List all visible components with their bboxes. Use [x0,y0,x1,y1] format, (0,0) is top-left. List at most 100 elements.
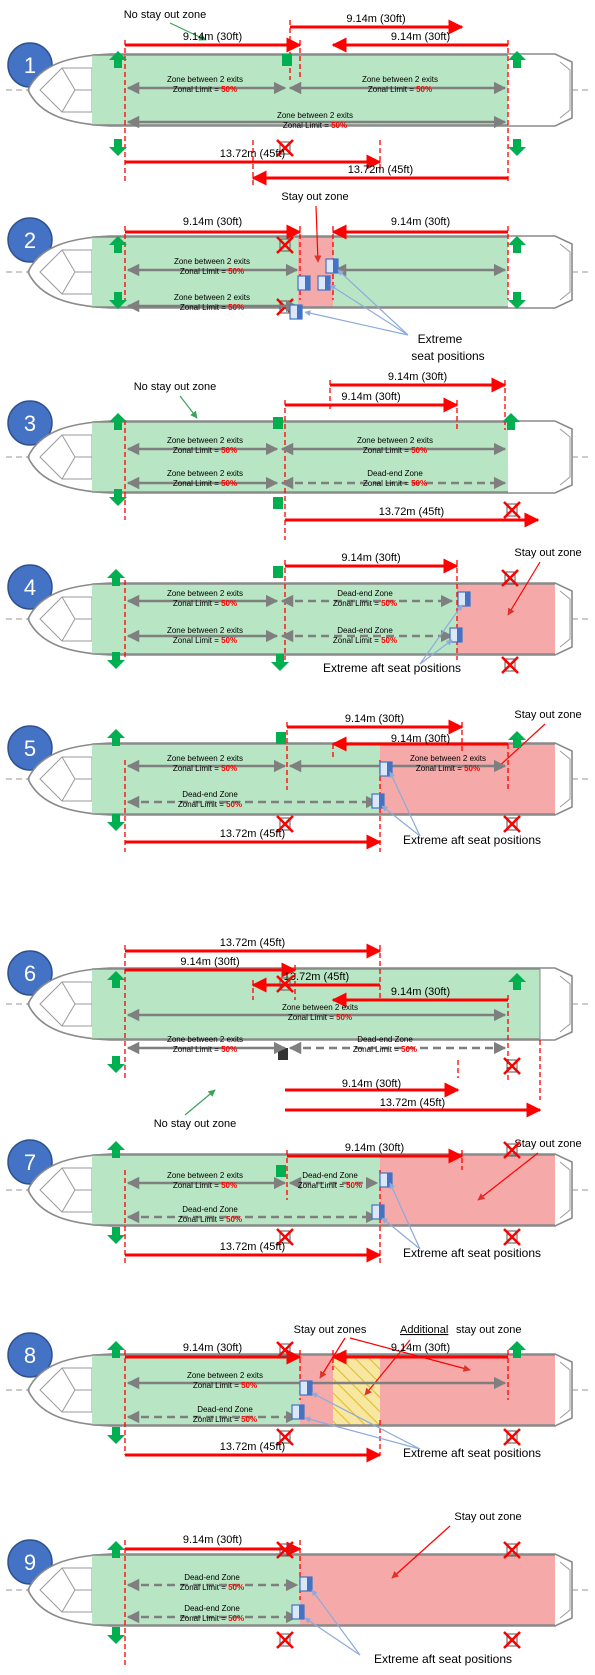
blocked-exit-icon [279,238,291,252]
zonal-limit-value: 50% [221,1181,237,1190]
blocked-exit-icon [276,975,294,993]
stay-out-zone [457,584,555,654]
seat-icon [457,628,462,642]
zonal-limit-value: 50% [331,121,347,130]
zone-name-label: Zone between 2 exits [362,75,438,84]
zone-name-label: Dead-end Zone [182,790,238,799]
blocked-exit-icon [503,1057,521,1075]
zone-name-label: Zone between 2 exits [174,293,250,302]
exit-arrow-icon [109,51,127,68]
zone-name-label: Zone between 2 exits [174,257,250,266]
additional-label: Additional [400,1324,448,1336]
stay-out-zone-label: Stay out zone [454,1511,521,1523]
callout-arrow [311,1392,421,1450]
callout-arrow [419,604,463,665]
exit-arrow-icon [109,139,127,156]
zonal-limit-label: Zonal Limit = 50% [353,1045,417,1054]
zonal-limit-value: 50% [381,599,397,608]
zone-name-label: Dead-end Zone [184,1604,240,1613]
mid-exit-icon [278,1048,288,1060]
zonal-limit-label: Zonal Limit = 50% [363,479,427,488]
mid-exit-icon [276,732,286,744]
exit-arrow-icon [508,51,526,68]
diagram-number: 2 [24,228,36,253]
callout-arrow [304,1617,361,1656]
blocked-exit-icon [503,1428,521,1446]
green-zone [92,969,540,1039]
seat-icon [299,1605,304,1619]
blocked-exit-icon [276,1631,294,1649]
extreme-aft-seat-label: Extreme aft seat positions [403,1446,541,1460]
dimension-label: 13.72m (45ft) [379,506,444,518]
dimension-label: 13.72m (45ft) [220,1441,285,1453]
diagram-number: 7 [24,1150,36,1175]
mid-exit-icon [273,497,283,509]
callout-arrow [304,310,409,336]
dimension-label: 13.72m (45ft) [220,148,285,160]
mid-exit-icon [282,54,292,66]
blocked-exit-icon [279,977,291,991]
seat-icon [379,1205,384,1219]
zone-name-label: Dead-end Zone [184,1573,240,1582]
exit-arrow-icon [508,1341,526,1358]
zonal-limit-value: 50% [411,479,427,488]
cockpit-windows [61,1367,92,1413]
extreme-aft-seat-label: Extreme aft seat positions [403,833,541,847]
green-zone [333,237,508,307]
blocked-exit-icon [279,817,291,831]
zonal-limit-value: 50% [411,446,427,455]
zonal-limit-label: Zonal Limit = 50% [173,446,237,455]
exit-arrow-icon [107,1341,125,1358]
callout-arrow [169,22,207,41]
zone-name-label: Zone between 2 exits [282,1003,358,1012]
exit-arrow-icon [508,139,526,156]
callout-arrow [349,1337,471,1372]
diagram-number-badge [7,725,53,771]
callout-arrow [389,1182,421,1250]
diagram-number: 6 [24,961,36,986]
blocked-exit-icon [503,501,521,519]
blocked-exit-icon [501,569,519,587]
blocked-exit-icon [276,1428,294,1446]
callout-arrow [391,1525,451,1579]
zonal-limit-value: 50% [228,267,244,276]
exit-arrow-icon [109,292,127,309]
blocked-exit-icon [503,1541,521,1559]
cockpit-windows [61,67,92,113]
callout-arrow [314,205,322,263]
cockpit-windows [61,1167,92,1213]
callout-arrow [419,639,453,665]
zonal-limit-value: 50% [336,1013,352,1022]
cockpit-windows [61,434,92,480]
no-stay-out-zone-label: No stay out zone [124,9,207,21]
callout-arrow [184,1089,216,1116]
diagram-number: 8 [24,1343,36,1368]
tail-cone [559,1561,571,1619]
stay-out-zone-label: Stay out zone [514,1138,581,1150]
exit-arrow-icon [109,236,127,253]
zonal-limit-value: 50% [221,446,237,455]
stay-out-zone [380,1355,555,1425]
zone-name-label: Dead-end Zone [357,1035,413,1044]
zonal-limit-value: 50% [416,85,432,94]
tail-cone [559,428,571,486]
tail-cone [559,750,571,808]
blocked-exit-icon [506,817,518,831]
zonal-limit-value: 50% [221,479,237,488]
zonal-limit-label: Zonal Limit = 50% [178,800,242,809]
zonal-limit-value: 50% [221,599,237,608]
zone-name-label: Dead-end Zone [367,469,423,478]
no-stay-out-zone-label: No stay out zone [154,1118,237,1130]
seat-icon [325,276,330,290]
dimension-label: 13.72m (45ft) [220,937,285,949]
callout-arrow [304,1416,421,1450]
exit-arrow-icon [109,413,127,430]
zone-name-label: Zone between 2 exits [167,469,243,478]
cabin-wall [92,1354,555,1426]
callout-arrow [507,561,541,616]
